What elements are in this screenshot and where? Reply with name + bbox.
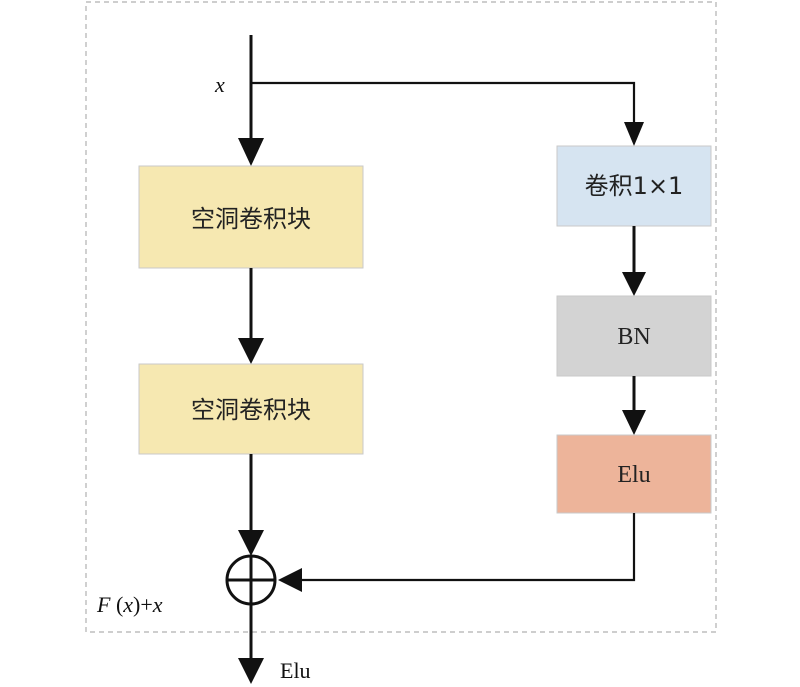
arrow-output bbox=[238, 658, 264, 684]
bn-label: BN bbox=[617, 324, 650, 350]
input-x-label: x bbox=[214, 72, 225, 97]
arrow-into-block2 bbox=[238, 338, 264, 364]
dilated-conv-block-2 bbox=[138, 363, 364, 455]
arrow-into-conv bbox=[624, 122, 644, 146]
output-elu-label: Elu bbox=[280, 658, 311, 683]
conv-1x1-block bbox=[556, 145, 712, 227]
arrow-into-elu bbox=[622, 410, 646, 435]
dilated-conv-block-2-label: 空洞卷积块 bbox=[191, 396, 311, 424]
arrow-into-block1 bbox=[238, 138, 264, 166]
sum-node bbox=[225, 554, 277, 606]
arrow-into-bn bbox=[622, 272, 646, 296]
elu-label: Elu bbox=[617, 462, 650, 488]
arrow-into-sum-right bbox=[278, 568, 302, 592]
elu-block bbox=[556, 434, 712, 514]
sum-formula-label: F (x)+x bbox=[96, 592, 163, 617]
dilated-conv-block-1 bbox=[138, 165, 364, 269]
skip-branch-line bbox=[251, 81, 636, 122]
conv-1x1-label: 卷积1×1 bbox=[585, 172, 684, 200]
bn-block bbox=[556, 295, 712, 377]
dilated-conv-block-1-label: 空洞卷积块 bbox=[191, 205, 311, 233]
dashed-frame bbox=[85, 1, 717, 633]
elu-to-sum-line bbox=[300, 513, 636, 582]
arrow-into-sum bbox=[238, 530, 264, 556]
